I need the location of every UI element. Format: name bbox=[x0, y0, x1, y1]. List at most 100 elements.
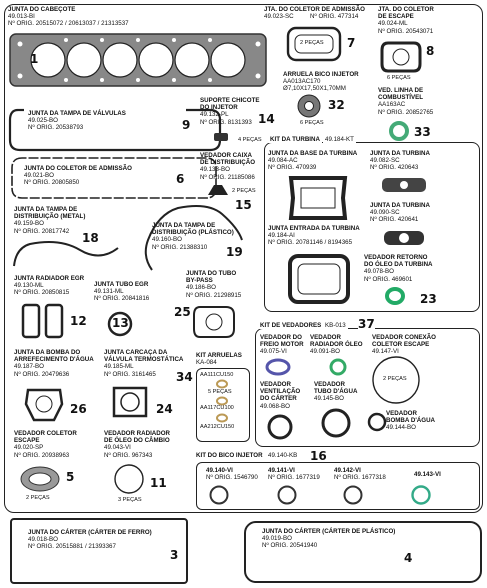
seal-crankcase-vent-drawing bbox=[267, 414, 293, 440]
item-number-25: 25 bbox=[174, 305, 191, 319]
seal-exhaust-connection-drawing bbox=[372, 356, 420, 404]
exhaust-seal-drawing bbox=[20, 466, 60, 492]
item-number-11: 11 bbox=[150, 476, 167, 490]
turbo-kit-box bbox=[264, 142, 480, 312]
washer-2-code: AA117CU100 bbox=[200, 405, 234, 411]
item-number-8: 8 bbox=[426, 44, 435, 58]
item-number-3: 3 bbox=[170, 548, 179, 562]
gearbox-oil-cooler-seal-drawing bbox=[114, 464, 144, 494]
seals-kit-code: KB-013 bbox=[323, 322, 348, 330]
item-number-32: 32 bbox=[328, 98, 345, 112]
washer-3-drawing bbox=[216, 413, 228, 423]
injector-ring-3-drawing bbox=[343, 485, 363, 505]
washer-1-drawing bbox=[216, 379, 228, 389]
injector-ring-4-text: 49.143-VI bbox=[414, 471, 441, 478]
item-number-1: 1 bbox=[30, 52, 39, 66]
washer-kit-box bbox=[196, 368, 250, 442]
injector-harness-support-drawing bbox=[214, 133, 228, 141]
item-number-23: 23 bbox=[420, 292, 437, 306]
item-oil-pan-plastic-text: JUNTA DO CÁRTER (CÁRTER DE PLÁSTICO)49.0… bbox=[262, 528, 396, 550]
item-number-9: 9 bbox=[182, 118, 191, 132]
item-number-4: 4 bbox=[404, 551, 413, 565]
item-number-7: 7 bbox=[347, 36, 356, 50]
item-number-6: 6 bbox=[176, 172, 185, 186]
item-number-33: 33 bbox=[414, 125, 431, 139]
item-number-12: 12 bbox=[70, 314, 87, 328]
exhaust-seal-qty: 2 PEÇAS bbox=[26, 495, 50, 501]
turbo-gasket-b-drawing bbox=[384, 231, 424, 245]
intake-manifold-full-gasket-drawing bbox=[11, 157, 217, 199]
item-number-18: 18 bbox=[82, 231, 99, 245]
item-number-24: 24 bbox=[156, 402, 173, 416]
turbo-base-gasket-drawing bbox=[288, 176, 348, 220]
seal-water-pump-drawing bbox=[367, 412, 387, 432]
injector-washer-drawing bbox=[297, 94, 321, 118]
intake-manifold-qty: 2 PEÇAS bbox=[300, 40, 324, 46]
injector-kit-title: KIT DO BICO INJETOR bbox=[196, 452, 263, 459]
head-gasket-drawing bbox=[9, 33, 267, 87]
timing-cover-plastic-drawing bbox=[144, 205, 243, 271]
item-intake-manifold-orig: Nº ORIG. 477314 bbox=[310, 13, 359, 20]
item-number-19: 19 bbox=[226, 245, 243, 259]
oil-pan-iron-gasket-drawing bbox=[10, 518, 188, 584]
item-oil-pan-iron-text: JUNTA DO CÁRTER (CÁRTER DE FERRO)49.018-… bbox=[28, 529, 152, 551]
timing-case-seal-qty: 2 PEÇAS bbox=[232, 188, 256, 194]
item-number-16: 16 bbox=[310, 449, 327, 463]
intake-manifold-gasket-drawing bbox=[286, 26, 342, 62]
thermostat-housing-gasket-drawing bbox=[112, 386, 148, 418]
fuel-line-seal-drawing bbox=[389, 121, 409, 141]
egr-pipe-gasket-drawing bbox=[107, 311, 133, 337]
turbo-kit-title: KIT DA TURBINA bbox=[268, 136, 322, 144]
washer-3-code: AA212CU150 bbox=[200, 424, 235, 430]
bypass-pipe-gasket-drawing bbox=[193, 306, 235, 338]
injector-ring-2-drawing bbox=[277, 485, 297, 505]
washer-1-qty: 5 PEÇAS bbox=[208, 389, 232, 395]
catalog-frame bbox=[4, 4, 483, 513]
injector-kit-box bbox=[196, 462, 480, 510]
seal-exhaust-connection-qty: 2 PEÇAS bbox=[383, 376, 407, 382]
washer-1-code: AA111CU150 bbox=[200, 372, 234, 378]
item-number-37: 37 bbox=[358, 317, 375, 331]
injector-ring-1-drawing bbox=[209, 485, 229, 505]
item-number-13: 13 bbox=[112, 316, 129, 330]
item-number-5: 5 bbox=[66, 470, 75, 484]
oil-pan-plastic-gasket-drawing bbox=[244, 521, 482, 583]
washer-2-drawing bbox=[216, 396, 228, 406]
seal-engine-brake-drawing bbox=[265, 358, 291, 376]
turbo-gasket-a-drawing bbox=[382, 178, 426, 192]
seal-water-pipe-drawing bbox=[321, 408, 351, 438]
timing-cover-metal-drawing bbox=[13, 241, 119, 267]
gearbox-oil-cooler-seal-qty: 3 PEÇAS bbox=[118, 497, 142, 503]
egr-cooler-gasket-drawing bbox=[21, 303, 64, 339]
injector-washer-qty: 6 PEÇAS bbox=[300, 120, 324, 126]
item-number-14: 14 bbox=[258, 112, 275, 126]
